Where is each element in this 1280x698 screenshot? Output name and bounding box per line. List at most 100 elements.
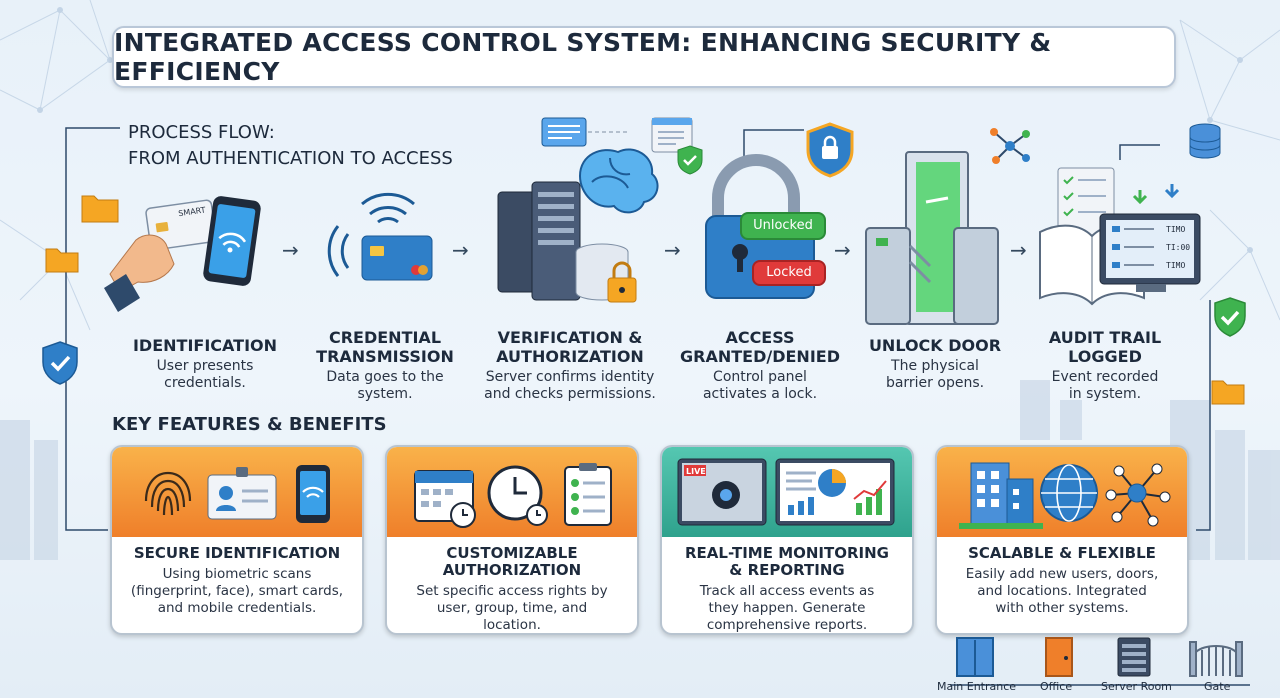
step-desc: and checks permissions.: [484, 386, 656, 402]
card-desc-line: user, group, time, and: [436, 600, 588, 616]
locked-badge: Locked: [752, 260, 826, 286]
card-desc-line: Easily add new users, doors,: [965, 566, 1159, 582]
step-title: LOGGED: [1068, 347, 1142, 366]
card-desc: Using biometric scans (fingerprint, face…: [112, 566, 362, 617]
flow-arrow-icon: →: [282, 238, 299, 262]
step-audit-trail: AUDIT TRAIL LOGGED Event recorded in sys…: [1030, 328, 1180, 403]
page-title: INTEGRATED ACCESS CONTROL SYSTEM: ENHANC…: [114, 28, 1052, 86]
authorization-icons: [414, 463, 612, 528]
location-label-office: Office: [1040, 680, 1073, 693]
document-shield-icon: [651, 117, 703, 175]
card-header: [112, 447, 362, 537]
card-title-line: CUSTOMIZABLE: [446, 544, 578, 562]
audit-trail-illustration: TIMO TI:00 TIMO: [1039, 167, 1201, 306]
card-title-line: AUTHORIZATION: [442, 561, 582, 579]
card-desc-line: they happen. Generate: [708, 600, 866, 616]
feature-card-scalable: SCALABLE & FLEXIBLE Easily add new users…: [935, 445, 1189, 635]
feature-card-monitoring: LIVE REAL-TIME MONITORING & REPORTING Tr…: [660, 445, 914, 635]
card-desc-line: and locations. Integrated: [977, 583, 1147, 599]
unlock-door-illustration: [865, 151, 999, 325]
step-desc: barrier opens.: [885, 375, 985, 391]
card-desc: Set specific access rights by user, grou…: [387, 583, 637, 633]
log-time-3: TIMO: [1166, 261, 1185, 270]
step-desc: User presents: [156, 358, 254, 374]
key-features-heading: KEY FEATURES & BENEFITS: [112, 414, 387, 435]
step-title: AUDIT TRAIL: [1048, 328, 1162, 347]
flow-arrow-icon: →: [664, 238, 681, 262]
verification-illustration: [497, 117, 659, 303]
step-desc: activates a lock.: [702, 386, 818, 402]
card-title: SECURE IDENTIFICATION: [133, 544, 341, 562]
log-time-1: TIMO: [1166, 225, 1185, 234]
card-header: LIVE: [662, 447, 912, 537]
step-desc: Server confirms identity: [485, 369, 655, 385]
step-desc: credentials.: [164, 375, 246, 391]
card-header: [387, 447, 637, 537]
feature-card-secure-identification: SECURE IDENTIFICATION Using biometric sc…: [110, 445, 364, 635]
feature-card-customizable-authorization: CUSTOMIZABLE AUTHORIZATION Set specific …: [385, 445, 639, 635]
flow-arrow-icon: →: [452, 238, 469, 262]
smart-card-label: SMART: [178, 205, 206, 218]
server-rack-icon: [1117, 637, 1151, 677]
process-flow-heading-line1: PROCESS FLOW:: [128, 122, 275, 143]
folder-icon: [1211, 380, 1245, 405]
office-door-icon: [1045, 637, 1073, 677]
step-desc: in system.: [1068, 386, 1142, 402]
main-entrance-icon: [956, 637, 994, 677]
card-desc-line: (fingerprint, face), smart cards,: [130, 583, 344, 599]
card-desc-line: Set specific access rights by: [416, 583, 608, 599]
step-desc: Control panel: [713, 369, 807, 385]
card-desc-line: location.: [483, 617, 541, 633]
step-identification: IDENTIFICATION User presents credentials…: [120, 336, 290, 392]
step-unlock-door: UNLOCK DOOR The physical barrier opens.: [860, 336, 1010, 392]
step-title: VERIFICATION &: [497, 328, 643, 347]
card-desc-line: Using biometric scans: [162, 566, 312, 582]
card-title: CUSTOMIZABLE AUTHORIZATION: [387, 545, 637, 579]
card-desc-line: Track all access events as: [699, 583, 875, 599]
card-desc: Track all access events as they happen. …: [662, 583, 912, 633]
card-title: SCALABLE & FLEXIBLE: [968, 544, 1156, 562]
building-icon: [959, 462, 1043, 529]
card-title-line: REAL-TIME MONITORING: [685, 544, 889, 562]
card-desc: Easily add new users, doors, and locatio…: [937, 566, 1187, 617]
step-credential-transmission: CREDENTIAL TRANSMISSION Data goes to the…: [300, 328, 470, 403]
step-title: IDENTIFICATION: [132, 336, 278, 355]
identification-illustration: SMART: [104, 196, 261, 312]
card-desc-line: with other systems.: [995, 600, 1129, 616]
monitoring-icons: LIVE: [677, 458, 895, 526]
step-desc: Event recorded: [1051, 369, 1159, 385]
shield-check-icon: [1214, 297, 1246, 337]
location-label-main-entrance: Main Entrance: [937, 680, 1017, 693]
card-desc-line: comprehensive reports.: [706, 617, 868, 633]
unlocked-badge: Unlocked: [740, 212, 826, 240]
step-title: UNLOCK DOOR: [868, 336, 1002, 355]
scalable-icons: [959, 462, 1171, 529]
id-badge-icon: [207, 474, 277, 520]
network-nodes-icon: [990, 128, 1030, 164]
step-title: ACCESS: [725, 328, 795, 347]
card-title-line: & REPORTING: [729, 561, 845, 579]
location-label-server-room: Server Room: [1101, 680, 1172, 693]
step-desc: system.: [357, 386, 413, 402]
step-title: AUTHORIZATION: [496, 347, 644, 366]
shield-check-icon: [42, 341, 78, 385]
title-box: INTEGRATED ACCESS CONTROL SYSTEM: ENHANC…: [112, 26, 1176, 88]
flow-arrow-icon: →: [834, 238, 851, 262]
process-flow-heading-line2: FROM AUTHENTICATION TO ACCESS: [128, 148, 453, 169]
process-flow-heading: PROCESS FLOW: FROM AUTHENTICATION TO ACC…: [128, 120, 453, 172]
card-title: REAL-TIME MONITORING & REPORTING: [662, 545, 912, 579]
fingerprint-icon: [144, 471, 192, 516]
step-access-granted: ACCESS GRANTED/DENIED Control panel acti…: [670, 328, 850, 403]
network-nodes-icon: [1105, 463, 1171, 527]
step-title: TRANSMISSION: [316, 347, 454, 366]
folder-icon: [45, 248, 79, 273]
credential-transmission-illustration: [327, 192, 433, 281]
card-header: [937, 447, 1187, 537]
database-icon: [1189, 123, 1221, 159]
gate-icon: [1189, 641, 1243, 677]
step-title: GRANTED/DENIED: [680, 347, 840, 366]
flow-arrow-icon: →: [1010, 238, 1027, 262]
log-time-2: TI:00: [1166, 243, 1190, 252]
folder-icon: [81, 195, 119, 223]
card-desc-line: and mobile credentials.: [157, 600, 317, 616]
